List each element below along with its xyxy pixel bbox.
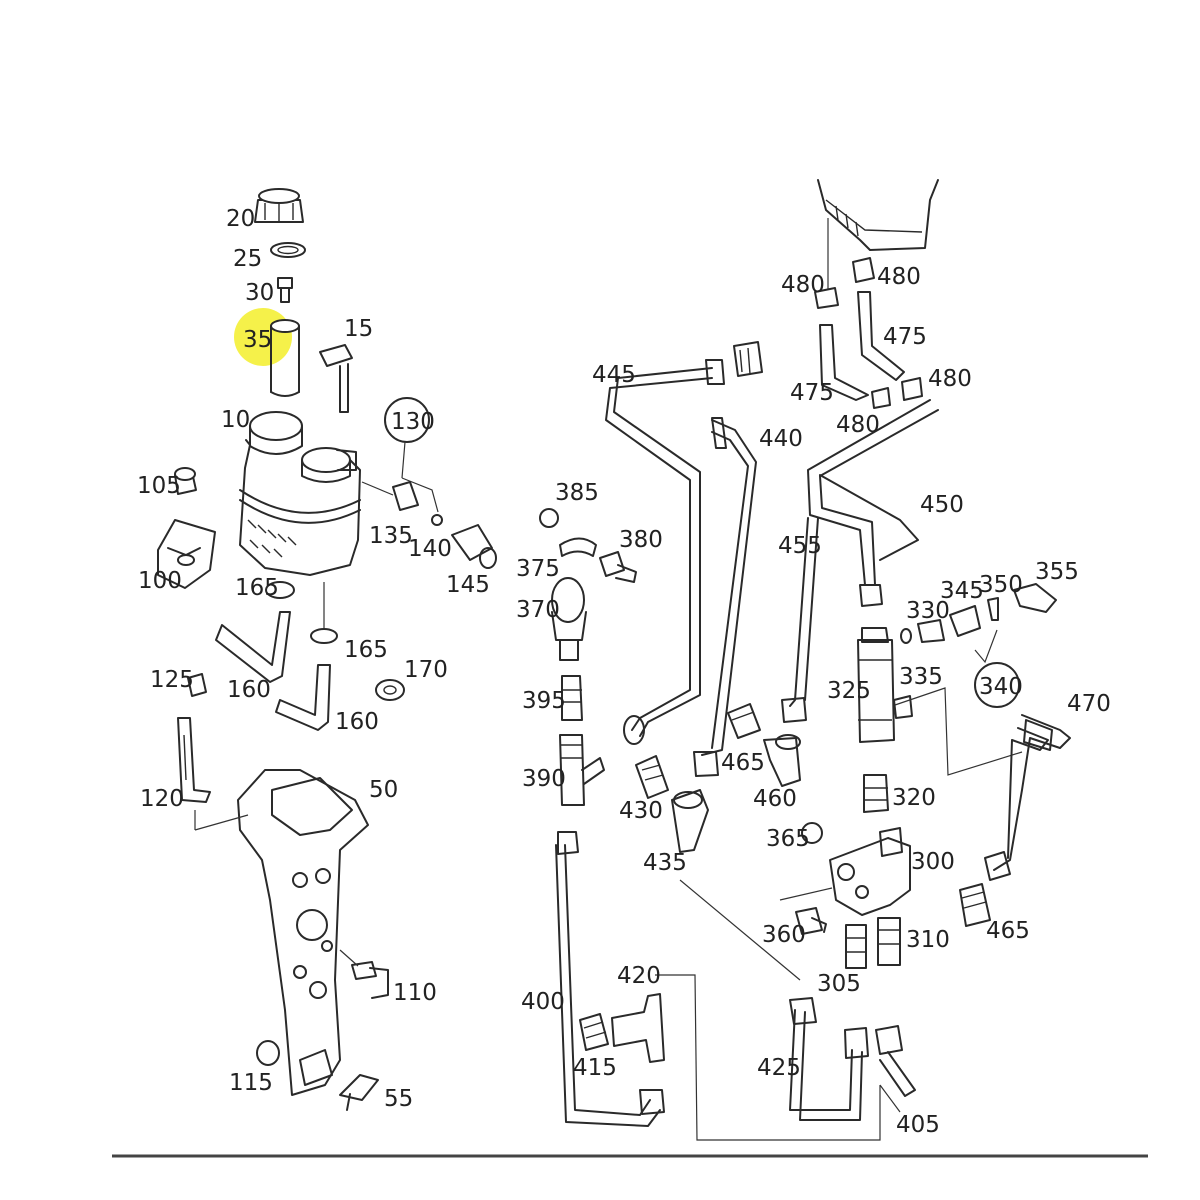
callout-470: 470	[1067, 691, 1111, 717]
callout-120: 120	[140, 786, 184, 812]
callout-320: 320	[892, 785, 936, 811]
callout-430: 430	[619, 798, 663, 824]
callout-405: 405	[896, 1112, 940, 1138]
callout-labels: 20 25 30 35 15 10 130 105 135 140 145 10…	[137, 206, 1111, 1138]
callout-480-d: 480	[836, 412, 880, 438]
callout-445: 445	[592, 362, 636, 388]
callout-330: 330	[906, 598, 950, 624]
callout-125: 125	[150, 667, 194, 693]
callout-100: 100	[138, 568, 182, 594]
callout-300: 300	[911, 849, 955, 875]
callout-25: 25	[233, 246, 262, 272]
callout-30: 30	[245, 280, 274, 306]
callout-385: 385	[555, 480, 599, 506]
callout-440: 440	[759, 426, 803, 452]
callout-395: 395	[522, 688, 566, 714]
callout-110: 110	[393, 980, 437, 1006]
callout-20: 20	[226, 206, 255, 232]
callout-465-mid: 465	[721, 750, 765, 776]
callout-335: 335	[899, 664, 943, 690]
callout-310: 310	[906, 927, 950, 953]
callout-350: 350	[979, 572, 1023, 598]
callout-115: 115	[229, 1070, 273, 1096]
callout-165-bottom: 165	[344, 637, 388, 663]
callout-370: 370	[516, 597, 560, 623]
callout-55: 55	[384, 1086, 413, 1112]
callout-425: 425	[757, 1055, 801, 1081]
callout-325: 325	[827, 678, 871, 704]
callout-170: 170	[404, 657, 448, 683]
callout-135: 135	[369, 523, 413, 549]
callout-480-b: 480	[877, 264, 921, 290]
callout-450: 450	[920, 492, 964, 518]
callout-480-a: 480	[781, 272, 825, 298]
callout-15: 15	[344, 316, 373, 342]
callout-420: 420	[617, 963, 661, 989]
callout-465-right: 465	[986, 918, 1030, 944]
callout-130: 130	[391, 409, 435, 435]
right-assembly	[779, 179, 1071, 1113]
callout-460: 460	[753, 786, 797, 812]
callout-455: 455	[778, 533, 822, 559]
callout-355: 355	[1035, 559, 1079, 585]
callout-375: 375	[516, 556, 560, 582]
callout-415: 415	[573, 1055, 617, 1081]
callout-480-c: 480	[928, 366, 972, 392]
callout-435: 435	[643, 850, 687, 876]
callout-160-right: 160	[335, 709, 379, 735]
reservoir-assembly	[157, 188, 497, 1111]
callout-10: 10	[221, 407, 250, 433]
callout-475-b: 475	[790, 380, 834, 406]
callout-50: 50	[369, 777, 398, 803]
callout-160-left: 160	[227, 677, 271, 703]
callout-145: 145	[446, 572, 490, 598]
callout-105: 105	[137, 473, 181, 499]
callout-165-top: 165	[235, 575, 279, 601]
callout-380: 380	[619, 527, 663, 553]
callout-390: 390	[522, 766, 566, 792]
callout-345: 345	[940, 578, 984, 604]
middle-assembly	[539, 341, 881, 1141]
callout-475-a: 475	[883, 324, 927, 350]
callout-365: 365	[766, 826, 810, 852]
callout-305: 305	[817, 971, 861, 997]
callout-35: 35	[243, 327, 272, 353]
callout-360: 360	[762, 922, 806, 948]
callout-340: 340	[979, 674, 1023, 700]
callout-400: 400	[521, 989, 565, 1015]
callout-140: 140	[408, 536, 452, 562]
